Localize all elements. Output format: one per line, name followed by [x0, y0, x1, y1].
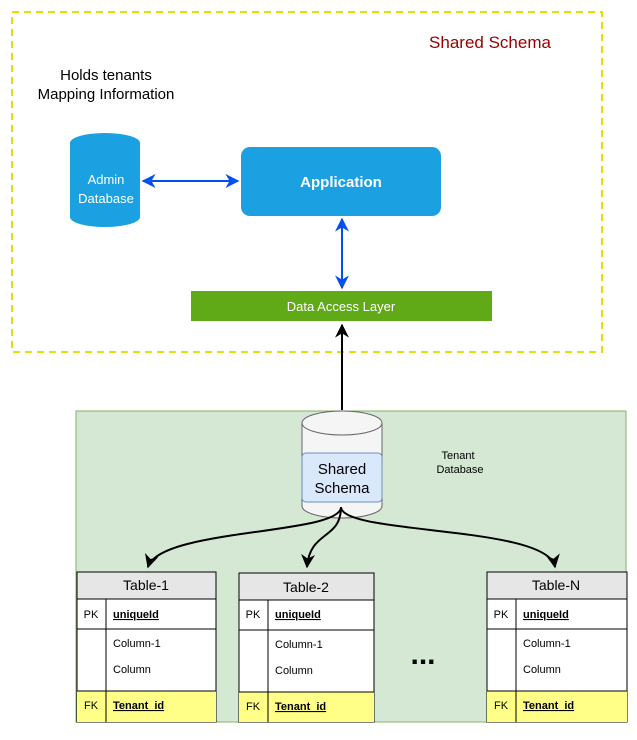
schema-table1-connector [145, 506, 342, 569]
pk-key: PK [246, 609, 261, 621]
fk-field: Tenant_id [275, 701, 326, 713]
admin-db-label-line2: Database [78, 191, 134, 206]
table-title: Table-N [532, 577, 580, 593]
fk-key: FK [246, 701, 261, 713]
application-label: Application [300, 174, 382, 191]
pk-field: uniqueId [523, 609, 569, 621]
mapping-note-line1: Holds tenants [60, 67, 152, 84]
table-2: Table-2 PK uniqueId Column-1 Column FK T… [238, 572, 375, 723]
admin-db-label-line1: Admin [88, 172, 125, 187]
tenant-db-label-line2: Database [436, 464, 483, 476]
fk-field: Tenant_id [523, 700, 574, 712]
mapping-note-line2: Mapping Information [38, 86, 175, 103]
shared-schema-cylinder: Shared Schema [301, 410, 383, 519]
column-field: Column-1 [523, 638, 571, 650]
pk-key: PK [494, 609, 509, 621]
application-box: Application [241, 147, 441, 216]
table-title: Table-1 [123, 577, 169, 593]
shared-schema-label-line1: Shared [318, 461, 366, 478]
fk-key: FK [494, 700, 509, 712]
data-access-layer: Data Access Layer [191, 291, 492, 321]
shared-schema-label-line2: Schema [314, 480, 370, 497]
table-n: Table-N PK uniqueId Column-1 Column FK T… [486, 571, 628, 723]
fk-field: Tenant_id [113, 700, 164, 712]
column-field: Column-1 [275, 639, 323, 651]
pk-field: uniqueId [275, 609, 321, 621]
tenant-db-label-line1: Tenant [441, 450, 474, 462]
region-title: Shared Schema [429, 33, 551, 52]
ellipsis: ... [410, 638, 435, 671]
column-field: Column-1 [113, 638, 161, 650]
column-field: Column [275, 665, 313, 677]
schema-table2-connector [301, 506, 342, 569]
table-1: Table-1 PK uniqueId Column-1 Column FK T… [76, 571, 217, 723]
schema-tablen-connector [340, 506, 560, 569]
fk-key: FK [84, 700, 99, 712]
column-field: Column [113, 664, 151, 676]
data-access-label: Data Access Layer [287, 299, 396, 314]
admin-database: Admin Database [70, 133, 140, 227]
shared-schema-region [11, 11, 603, 353]
pk-key: PK [84, 609, 99, 621]
table-title: Table-2 [283, 579, 329, 595]
pk-field: uniqueId [113, 609, 159, 621]
column-field: Column [523, 664, 561, 676]
